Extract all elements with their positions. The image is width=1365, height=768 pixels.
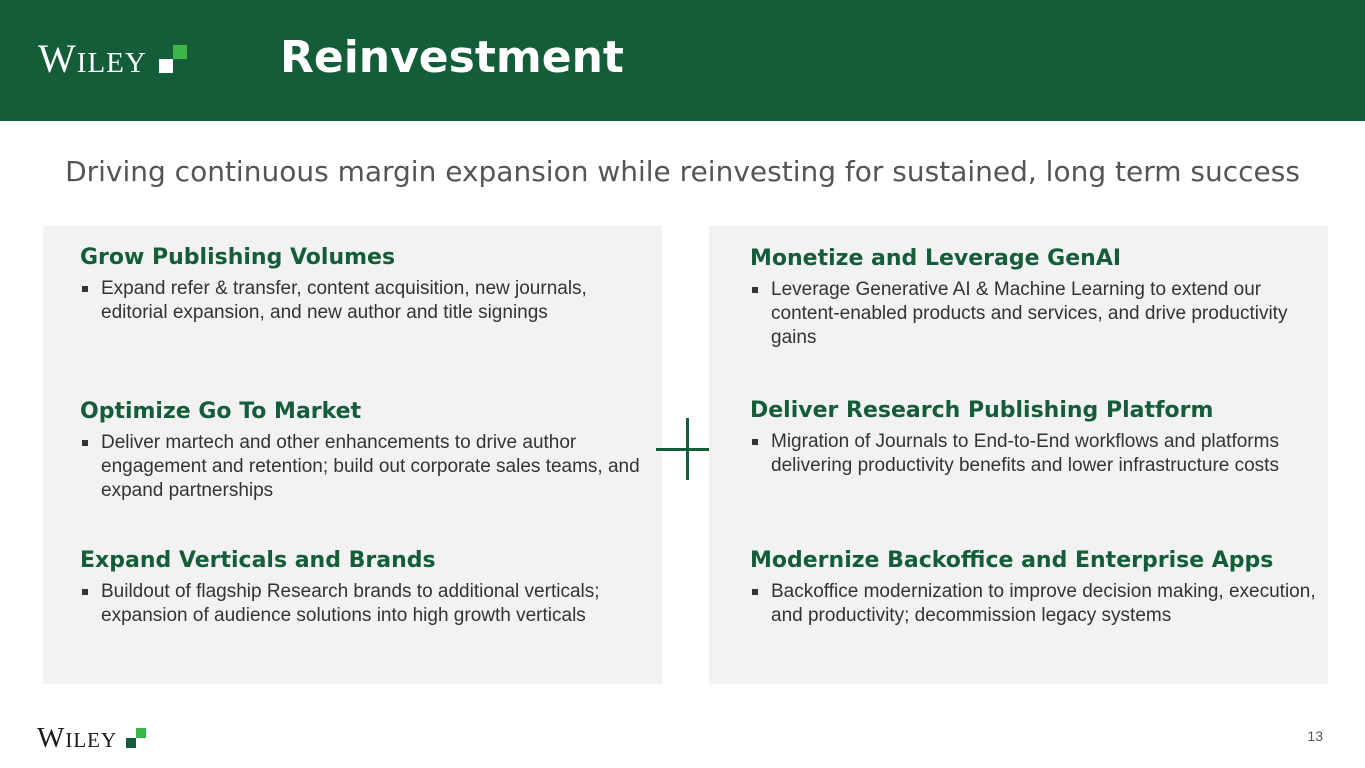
logo-squares-icon <box>157 43 189 75</box>
bullet-text: Leverage Generative AI & Machine Learnin… <box>771 279 1288 348</box>
bullet-text: Buildout of flagship Research brands to … <box>101 581 600 626</box>
plus-icon <box>656 418 718 480</box>
section-heading: Deliver Research Publishing Platform <box>750 398 1214 423</box>
bullet-square-icon <box>82 589 88 595</box>
bullet-item: Migration of Journals to End-to-End work… <box>750 430 1318 478</box>
bullet-text: Migration of Journals to End-to-End work… <box>771 431 1279 476</box>
section-heading: Grow Publishing Volumes <box>80 245 396 270</box>
bullet-square-icon <box>82 440 88 446</box>
footer-wiley-logo: WILEY <box>37 722 148 755</box>
logo-wordmark: WILEY <box>37 722 118 754</box>
section-monetize-and-leverage-genai: Monetize and Leverage GenAI Leverage Gen… <box>750 244 1318 350</box>
bullet-item: Leverage Generative AI & Machine Learnin… <box>750 278 1318 350</box>
right-panel: Monetize and Leverage GenAI Leverage Gen… <box>709 226 1328 684</box>
section-heading: Expand Verticals and Brands <box>80 548 436 573</box>
page-number: 13 <box>1307 728 1323 744</box>
bullet-item: Deliver martech and other enhancements t… <box>80 431 648 503</box>
left-panel: Grow Publishing Volumes Expand refer & t… <box>43 226 662 684</box>
section-heading: Optimize Go To Market <box>80 399 362 424</box>
section-heading: Monetize and Leverage GenAI <box>750 246 1122 271</box>
section-modernize-backoffice-and-enterprise-apps: Modernize Backoffice and Enterprise Apps… <box>750 546 1318 628</box>
section-deliver-research-publishing-platform: Deliver Research Publishing Platform Mig… <box>750 396 1318 478</box>
bullet-item: Expand refer & transfer, content acquisi… <box>80 277 648 325</box>
header-bar: WILEY Reinvestment <box>0 0 1365 121</box>
page-subtitle: Driving continuous margin expansion whil… <box>65 155 1300 188</box>
bullet-text: Deliver martech and other enhancements t… <box>101 432 640 501</box>
wiley-logo: WILEY <box>38 35 189 82</box>
bullet-text: Backoffice modernization to improve deci… <box>771 581 1316 626</box>
bullet-square-icon <box>82 286 88 292</box>
section-optimize-go-to-market: Optimize Go To Market Deliver martech an… <box>80 397 648 503</box>
page-title: Reinvestment <box>280 32 624 83</box>
section-heading: Modernize Backoffice and Enterprise Apps <box>750 548 1274 573</box>
bullet-square-icon <box>752 287 758 293</box>
bullet-item: Buildout of flagship Research brands to … <box>80 580 648 628</box>
bullet-item: Backoffice modernization to improve deci… <box>750 580 1318 628</box>
section-expand-verticals-and-brands: Expand Verticals and Brands Buildout of … <box>80 546 648 628</box>
logo-squares-icon <box>124 727 148 751</box>
bullet-square-icon <box>752 439 758 445</box>
logo-wordmark: WILEY <box>38 36 147 81</box>
bullet-text: Expand refer & transfer, content acquisi… <box>101 278 587 323</box>
bullet-square-icon <box>752 589 758 595</box>
section-grow-publishing-volumes: Grow Publishing Volumes Expand refer & t… <box>80 243 648 325</box>
